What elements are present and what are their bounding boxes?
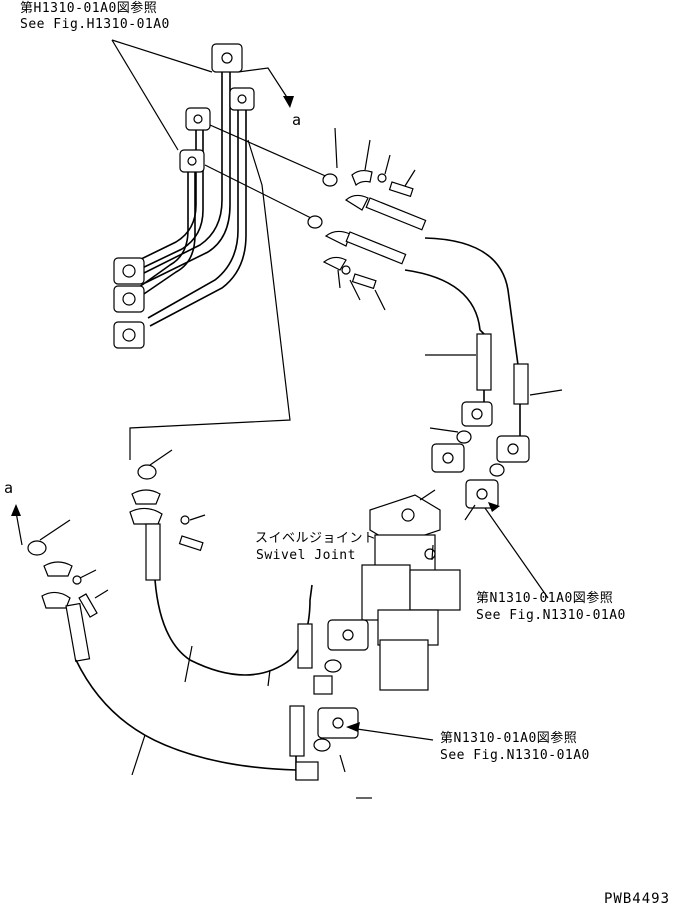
top-reference-jp: 第H1310-01A0図参照 [20,1,158,16]
right-low-reference-jp: 第N1310-01A0図参照 [440,731,578,746]
marker-a-top: a [292,111,302,129]
callout-ticks [334,127,563,521]
lower-hose-assembly [129,449,369,781]
swivel-joint-label-en: Swivel Joint [256,548,356,563]
right-mid-reference-en: See Fig.N1310-01A0 [476,608,626,623]
right-low-reference-en: See Fig.N1310-01A0 [440,748,590,763]
swivel-joint-body [361,489,461,691]
top-reference-en: See Fig.H1310-01A0 [20,17,170,32]
marker-a-left: a [4,479,14,497]
leader-lines [129,124,331,460]
right-mid-reference-jp: 第N1310-01A0図参照 [476,591,614,606]
top-reference-leaders [111,39,213,151]
reference-arrows [346,502,549,741]
upper-hose-assembly [307,169,530,509]
marker-a-top-arrow [237,67,294,108]
marker-a-left-arrow [11,504,23,546]
swivel-joint-label-jp: スイベルジョイント [255,531,377,546]
left-hose-a [27,519,297,776]
steel-tube-bundle [134,72,247,327]
tube-flanges [113,43,255,349]
drawing-code: PWB4493 [604,891,671,907]
